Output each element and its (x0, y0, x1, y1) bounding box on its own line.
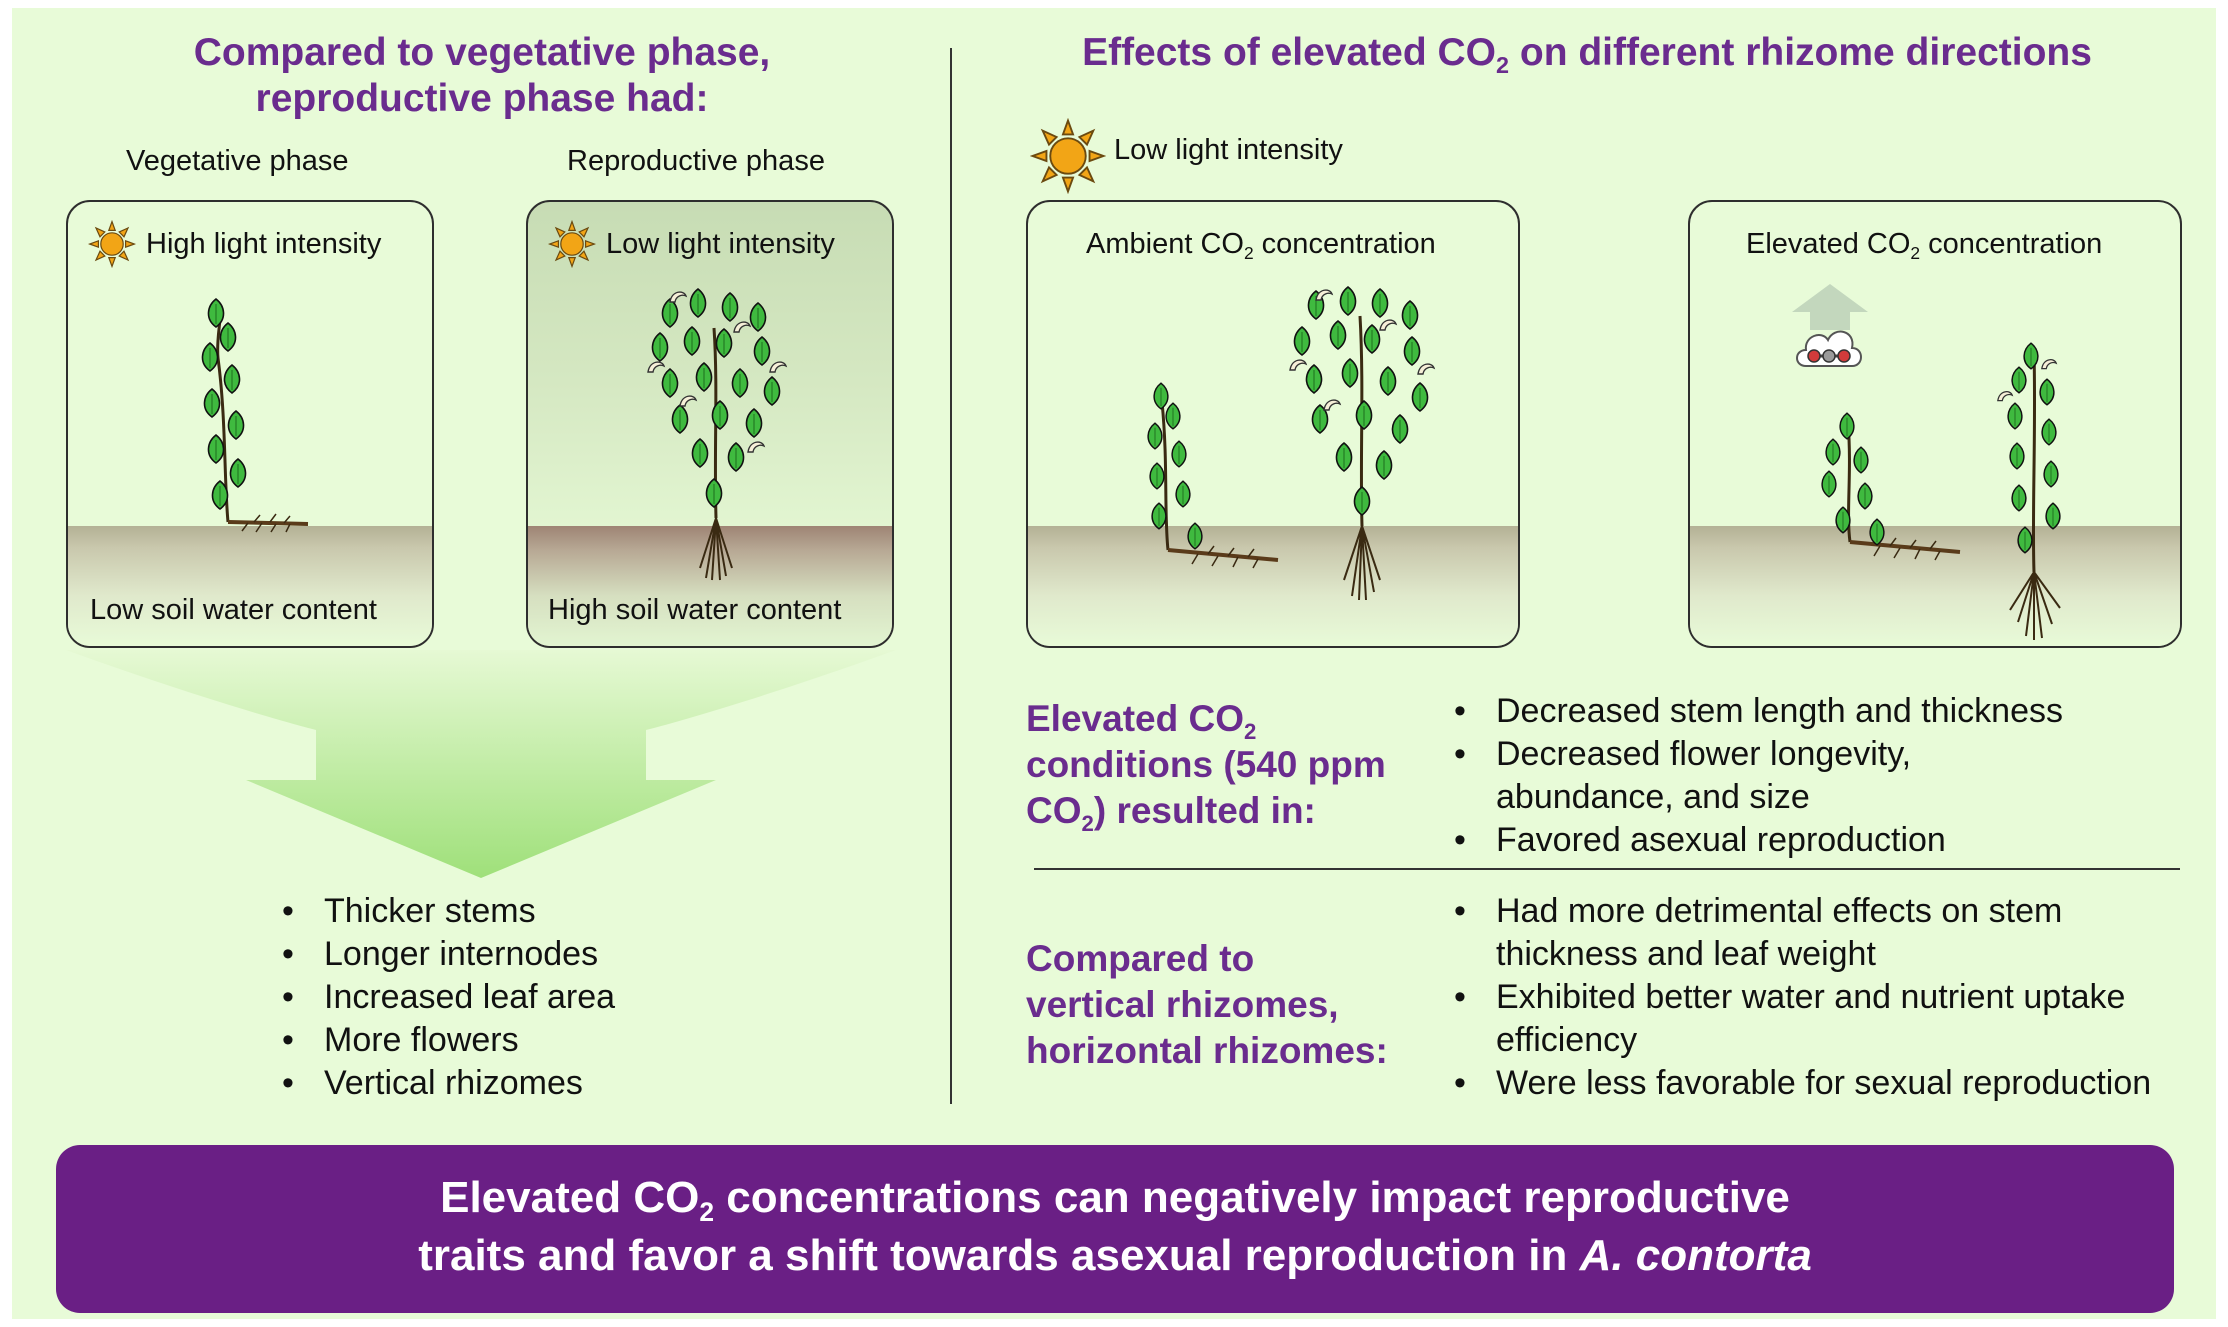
ambient-co2-panel: Ambient CO2 concentration (1026, 200, 1520, 648)
ambient-co2-label: Ambient CO2 concentration (1086, 228, 1436, 264)
reproductive-traits-list: Thicker stems Longer internodes Increase… (280, 890, 615, 1105)
banner-line2: traits and favor a shift towards asexual… (418, 1231, 1812, 1280)
species-name: A. contorta (1579, 1231, 1812, 1280)
horizontal-effects-list: Had more detrimental effects on stem thi… (1452, 890, 2151, 1105)
horizontal-rhizome-plant (1821, 412, 1961, 561)
list-item: Thicker stems (280, 890, 615, 933)
left-heading: Compared to vegetative phase, reproducti… (92, 30, 872, 122)
soil-layer (1690, 526, 2180, 646)
co2-cloud-icon (1796, 330, 1862, 367)
elevated-co2-panel: Elevated CO2 concentration (1688, 200, 2182, 648)
banner-line1: Elevated CO2 concentrations can negative… (440, 1173, 1790, 1228)
list-item: Decreased flower longevity, (1452, 733, 2063, 776)
reproductive-phase-title: Reproductive phase (567, 145, 825, 177)
horizontal-rhizome-plant (1147, 382, 1279, 569)
soil-layer (68, 526, 432, 646)
right-heading: Effects of elevated CO2 on different rhi… (1082, 31, 2092, 79)
left-heading-line2: reproductive phase had: (255, 77, 709, 120)
list-item: Longer internodes (280, 933, 615, 976)
infographic: Compared to vegetative phase, reproducti… (12, 8, 2216, 1319)
soil-layer (1028, 526, 1518, 646)
low-soil-water-label: Low soil water content (90, 594, 377, 626)
vertical-rhizome-plant (1997, 342, 2061, 640)
list-item: Decreased stem length and thickness (1452, 690, 2063, 733)
up-arrow-icon (1792, 284, 1868, 330)
sun-icon (548, 220, 596, 268)
soil-layer (528, 526, 892, 646)
list-item: Vertical rhizomes (280, 1062, 615, 1105)
sun-icon (88, 220, 136, 268)
list-item-continuation: efficiency (1496, 1021, 1638, 1059)
conclusion-banner: Elevated CO2 concentrations can negative… (56, 1145, 2174, 1313)
horizontal-divider (1034, 868, 2180, 870)
vegetative-phase-title: Vegetative phase (126, 145, 349, 177)
vegetative-plant-illustration (201, 298, 309, 533)
list-item-continuation: abundance, and size (1496, 778, 1810, 816)
vegetative-panel: High light intensity Low soil water cont… (66, 200, 434, 648)
reproductive-panel: Low light intensity High soil water cont… (526, 200, 894, 648)
sun-icon (1030, 118, 1106, 194)
elevated-co2-label: Elevated CO2 concentration (1746, 228, 2103, 264)
low-light-label: Low light intensity (606, 228, 835, 260)
list-item: Had more detrimental effects on stem (1452, 890, 2151, 933)
high-light-label: High light intensity (146, 228, 382, 260)
horizontal-rhizomes-label: Compared to vertical rhizomes, horizonta… (1026, 938, 1388, 1071)
high-soil-water-label: High soil water content (548, 594, 842, 626)
list-item: Favored asexual reproduction (1452, 819, 2063, 862)
list-item: Increased leaf area (280, 976, 615, 1019)
list-item: More flowers (280, 1019, 615, 1062)
funnel-arrow (66, 650, 896, 878)
elevated-effects-list: Decreased stem length and thickness Decr… (1452, 690, 2063, 862)
vertical-divider (950, 48, 952, 1104)
left-heading-line1: Compared to vegetative phase, (193, 31, 771, 74)
list-item-continuation: thickness and leaf weight (1496, 935, 1876, 973)
elevated-conditions-label: Elevated CO2 conditions (540 ppm CO2) re… (1026, 698, 1386, 836)
list-item: Exhibited better water and nutrient upta… (1452, 976, 2151, 1019)
vertical-rhizome-plant (1289, 286, 1435, 601)
low-light-label: Low light intensity (1114, 134, 1343, 166)
list-item: Were less favorable for sexual reproduct… (1452, 1062, 2151, 1105)
reproductive-plant-illustration (647, 288, 787, 581)
